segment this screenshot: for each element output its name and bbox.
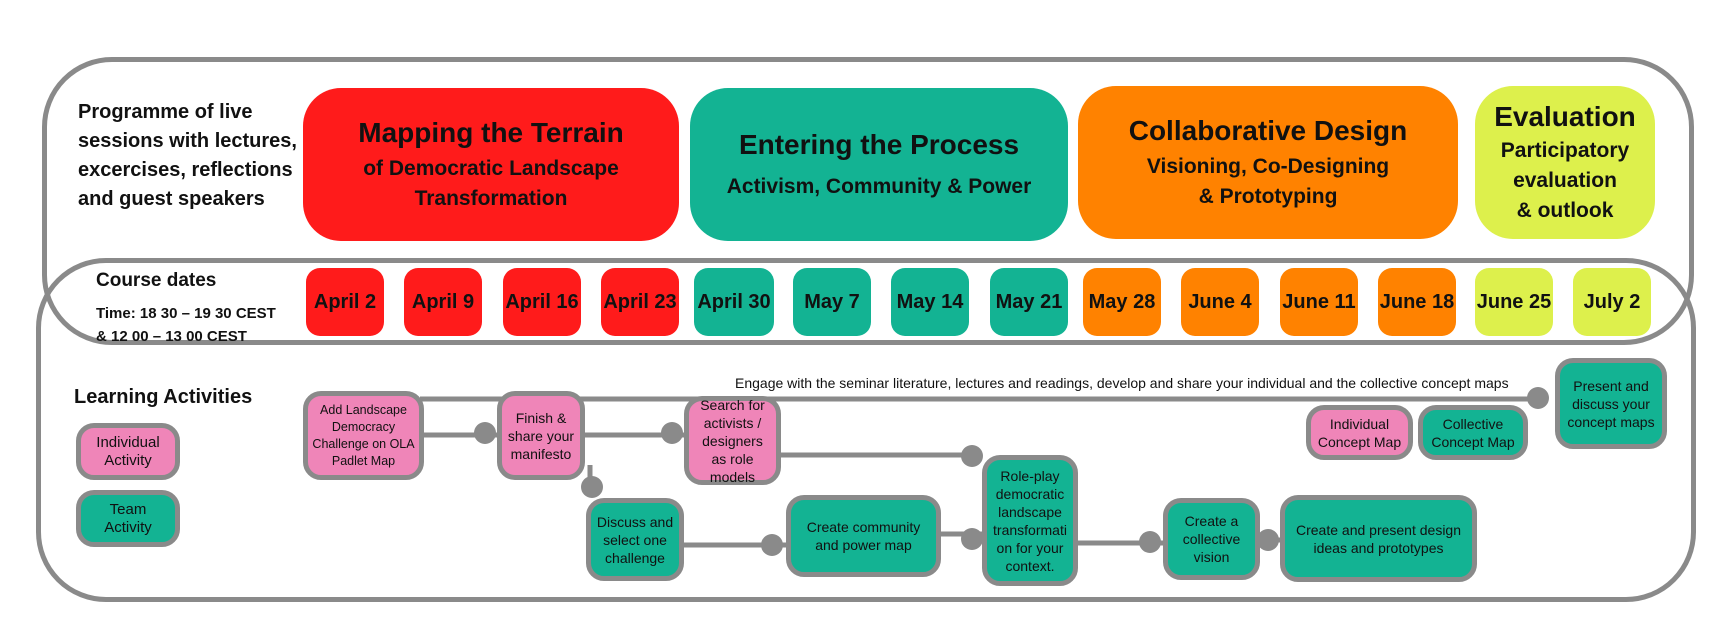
phase-title: Entering the Process (738, 128, 1020, 160)
connector-dot (961, 445, 983, 467)
legend-team-activity: Team Activity (76, 490, 180, 547)
date-chip: July 2 (1573, 268, 1651, 336)
activity-add-challenge: Add Landscape Democracy Challenge on OLA… (303, 391, 424, 480)
activity-individual-concept-map: Individual Concept Map (1306, 405, 1413, 460)
date-chip: April 16 (503, 268, 581, 336)
activity-collective-concept-map: Collective Concept Map (1418, 405, 1528, 460)
phase-title: Evaluation (1494, 100, 1636, 132)
connector-dot (761, 534, 783, 556)
date-chip: April 23 (601, 268, 679, 336)
activities-frame (36, 258, 1696, 602)
connector-dot (1527, 387, 1549, 409)
date-chip: May 7 (793, 268, 871, 336)
phase-subtitle: Participatory (1500, 138, 1630, 162)
activity-present-concept-maps: Present and discuss your concept maps (1555, 358, 1667, 449)
engage-instructions: Engage with the seminar literature, lect… (735, 375, 1509, 391)
session-times: Time: 18 30 – 19 30 CEST & 12 00 – 13 00… (96, 302, 276, 348)
date-chip: May 14 (891, 268, 969, 336)
programme-frame (42, 57, 1694, 345)
connector-dot (581, 476, 603, 498)
date-chip: April 9 (404, 268, 482, 336)
date-chip: June 25 (1475, 268, 1553, 336)
phase-title: Collaborative Design (1128, 114, 1408, 146)
phase-subtitle: Visioning, Co-Designing (1146, 154, 1390, 178)
date-chip: June 18 (1378, 268, 1456, 336)
activity-manifesto: Finish & share your manifesto (497, 391, 585, 480)
phase-subtitle: Transformation (414, 186, 568, 210)
date-chip: May 21 (990, 268, 1068, 336)
phase-collaborative-design: Collaborative Design Visioning, Co-Desig… (1078, 86, 1458, 239)
phase-subtitle: Activism, Community & Power (726, 174, 1032, 198)
activity-discuss-challenge: Discuss and select one challenge (586, 498, 684, 581)
learning-activities-label: Learning Activities (74, 386, 253, 408)
activity-design-prototypes: Create and present design ideas and prot… (1280, 495, 1477, 582)
connector-dot (661, 422, 683, 444)
activity-collective-vision: Create a collective vision (1163, 498, 1260, 580)
intro-line-3: excercises, reflections (78, 159, 293, 181)
connector-dot (1139, 531, 1161, 553)
phase-mapping-the-terrain: Mapping the Terrain of Democratic Landsc… (303, 88, 679, 241)
phase-entering-the-process: Entering the Process Activism, Community… (690, 88, 1068, 241)
phase-title: Mapping the Terrain (358, 116, 624, 148)
intro-line-4: and guest speakers (78, 188, 265, 210)
activity-search-role-models: Search for activists / designers as role… (684, 396, 781, 485)
date-chip: May 28 (1083, 268, 1161, 336)
phase-subtitle: & outlook (1516, 198, 1614, 222)
phase-evaluation: Evaluation Participatory evaluation & ou… (1475, 86, 1655, 239)
phase-subtitle: of Democratic Landscape (363, 156, 619, 180)
connector-dot (1257, 529, 1279, 551)
phase-subtitle: & Prototyping (1198, 184, 1338, 208)
date-chip: April 30 (694, 268, 774, 336)
connector-dot (474, 422, 496, 444)
programme-intro: Programme of live sessions with lectures… (78, 98, 298, 214)
date-chip: June 11 (1280, 268, 1358, 336)
date-chip: June 4 (1181, 268, 1259, 336)
date-chip: April 2 (306, 268, 384, 336)
connector-dot (961, 528, 983, 550)
time-line-1: Time: 18 30 – 19 30 CEST (96, 305, 276, 322)
activity-community-map: Create community and power map (786, 495, 941, 577)
time-line-2: & 12 00 – 13 00 CEST (96, 328, 247, 345)
intro-line-1: Programme of live (78, 101, 253, 123)
course-dates-label: Course dates (96, 270, 217, 291)
activity-role-play: Role-play democratic landscape transform… (982, 455, 1078, 586)
phase-subtitle: evaluation (1513, 168, 1617, 192)
legend-individual-activity: Individual Activity (76, 423, 180, 480)
intro-line-2: sessions with lectures, (78, 130, 297, 152)
